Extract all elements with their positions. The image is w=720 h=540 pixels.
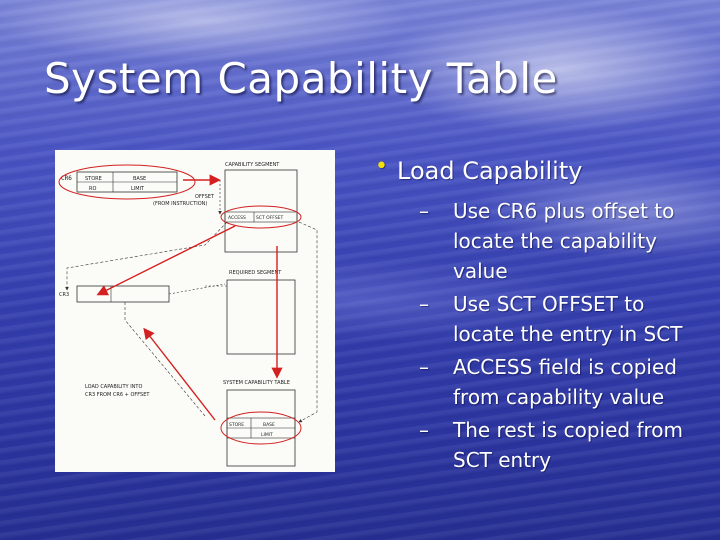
- subbullet-text: The rest is copied from SCT entry: [453, 418, 683, 472]
- subbullet-text: Use SCT OFFSET to locate the entry in SC…: [453, 292, 683, 346]
- subbullet-item: – The rest is copied from SCT entry: [419, 415, 705, 475]
- subbullet-item: – ACCESS field is copied from capability…: [419, 352, 705, 412]
- cr6-label: CR6: [61, 175, 72, 182]
- subbullet-list: – Use CR6 plus offset to locate the capa…: [419, 196, 705, 475]
- cr6-highlight: [58, 164, 196, 200]
- sct-offset-field: SCT OFFSET: [256, 215, 284, 221]
- cr6-limit: LIMIT: [131, 186, 145, 192]
- dash-icon: –: [419, 199, 429, 223]
- bullet-label: Load Capability: [397, 157, 583, 185]
- cr3-register: [76, 285, 170, 303]
- cr6-base: BASE: [133, 176, 146, 182]
- cr3-label: CR3: [59, 292, 69, 298]
- required-segment-label: REQUIRED SEGMENT: [229, 270, 282, 276]
- capability-diagram-svg: CR6 STORE BASE RO LIMIT CAPABILITY SEGME…: [58, 162, 318, 467]
- access-field: ACCESS: [228, 215, 246, 221]
- bullet-dot-icon: •: [375, 154, 388, 179]
- subbullet-item: – Use SCT OFFSET to locate the entry in …: [419, 289, 705, 349]
- sct-base: BASE: [263, 422, 275, 428]
- arrow-sct-to-cr3: [143, 327, 216, 421]
- offset-label: OFFSET: [195, 194, 215, 200]
- cr6-store: STORE: [85, 176, 102, 182]
- dash-icon: –: [419, 292, 429, 316]
- subbullet-text: Use CR6 plus offset to locate the capabi…: [453, 199, 675, 283]
- sct-store: STORE: [229, 422, 244, 428]
- sct-entry-highlight: [220, 411, 302, 445]
- capability-segment-label: CAPABILITY SEGMENT: [225, 162, 280, 168]
- system-capability-table-label: SYSTEM CAPABILITY TABLE: [223, 380, 290, 386]
- slide-content: • Load Capability – Use CR6 plus offset …: [375, 154, 705, 478]
- capability-entry-highlight: [220, 205, 302, 229]
- arrow-access-to-cr3: [96, 225, 236, 296]
- dashed-flow-right: [298, 221, 318, 423]
- sct-limit: LIMIT: [261, 432, 273, 438]
- slide-title: System Capability Table: [44, 54, 558, 103]
- dashed-flow-left: [65, 221, 228, 291]
- subbullet-item: – Use CR6 plus offset to locate the capa…: [419, 196, 705, 286]
- load-capability-line2: CR3 FROM CR6 + OFFSET: [85, 392, 150, 398]
- required-segment-box: [226, 279, 296, 355]
- cr6-ro: RO: [89, 186, 96, 192]
- from-instruction-label: (FROM INSTRUCTION): [153, 201, 207, 207]
- capability-segment-box: [224, 169, 298, 253]
- dash-icon: –: [419, 418, 429, 442]
- load-capability-line1: LOAD CAPABILITY INTO: [85, 384, 142, 390]
- dash-icon: –: [419, 355, 429, 379]
- capability-diagram: CR6 STORE BASE RO LIMIT CAPABILITY SEGME…: [55, 150, 335, 472]
- subbullet-text: ACCESS field is copied from capability v…: [453, 355, 677, 409]
- bullet-load-capability: • Load Capability: [375, 154, 705, 186]
